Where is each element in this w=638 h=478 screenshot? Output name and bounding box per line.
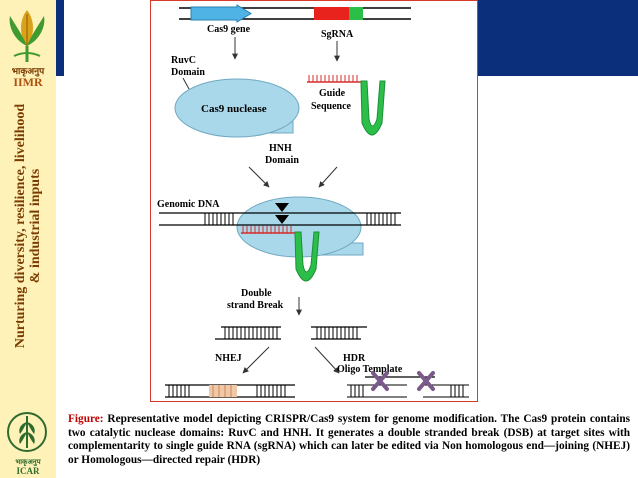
sgrna-green-block [349,7,363,20]
guide-rna: Guide Sequence [307,75,386,136]
cross-over-right-icon [417,371,435,391]
icar-name: भाकृअनुप ICAR [0,458,56,476]
crispr-figure: Cas9 gene SgRNA RuvC Domain Cas9 nucleas… [150,0,478,402]
sgrna-red-block [314,7,349,20]
nhej-insertion-block [209,385,237,397]
hdr-label: HDR [343,353,366,364]
icar-logo-icon [7,412,47,452]
iimr-logo-icon [9,10,45,62]
tagline-line1: Nurturing diversity, resilience, livelih… [13,103,28,349]
cross-over-left-icon [371,371,389,391]
dsb-label-1: Double [241,288,272,299]
icar-abbr: ICAR [16,466,40,476]
hdr-dna [347,371,469,398]
cut-marker-top-icon [275,203,289,212]
cas9-gene-label: Cas9 gene [207,24,251,35]
cas9-gene-arrow-icon [190,4,252,23]
dsb-label-2: strand Break [227,300,284,311]
org-name: भाकृअनुप IIMR [0,66,56,88]
genomic-dna-label: Genomic DNA [157,199,220,210]
nhej-label: NHEJ [215,353,242,364]
ruvc-label-2: Domain [171,67,205,78]
ruvc-label-1: RuvC [171,55,196,66]
org-abbr: IIMR [13,75,43,89]
crispr-diagram: Cas9 gene SgRNA RuvC Domain Cas9 nucleas… [157,4,469,398]
cas9-protein: RuvC Domain Cas9 nuclease [171,55,300,138]
figure-caption: Figure: Representative model depicting C… [68,413,630,467]
oligo-template-label: Oligo Template [337,364,403,375]
icar-hindi: भाकृअनुप [15,458,41,466]
sgrna-hairpin-icon [360,80,386,136]
banner-white-block [64,0,150,76]
org-hindi: भाकृअनुप [11,66,45,76]
guide-label-2: Sequence [311,101,352,112]
cut-marker-bottom-icon [275,215,289,224]
cas9-nuclease-ellipse [174,78,300,138]
guide-label-1: Guide [319,88,346,99]
caption-label: Figure: [68,413,104,425]
construct: Cas9 gene SgRNA [179,4,411,62]
nhej-dna [165,384,295,398]
sgrna-hairpin-bound-icon [294,231,320,282]
caption-text: Representative model depicting CRISPR/Ca… [68,413,630,466]
sidebar: भाकृअनुप IIMR Nurturing diversity, resil… [0,0,56,478]
sgrna-label: SgRNA [321,29,354,40]
tagline-line2: & industrial inputs [28,168,43,284]
cas9-genomic-complex: Genomic DNA [157,196,401,282]
hnh-label-1: HNH [269,143,292,154]
cas9-nuclease-label: Cas9 nuclease [201,103,267,115]
hnh-label-2: Domain [265,155,299,166]
broken-dna [215,326,367,340]
